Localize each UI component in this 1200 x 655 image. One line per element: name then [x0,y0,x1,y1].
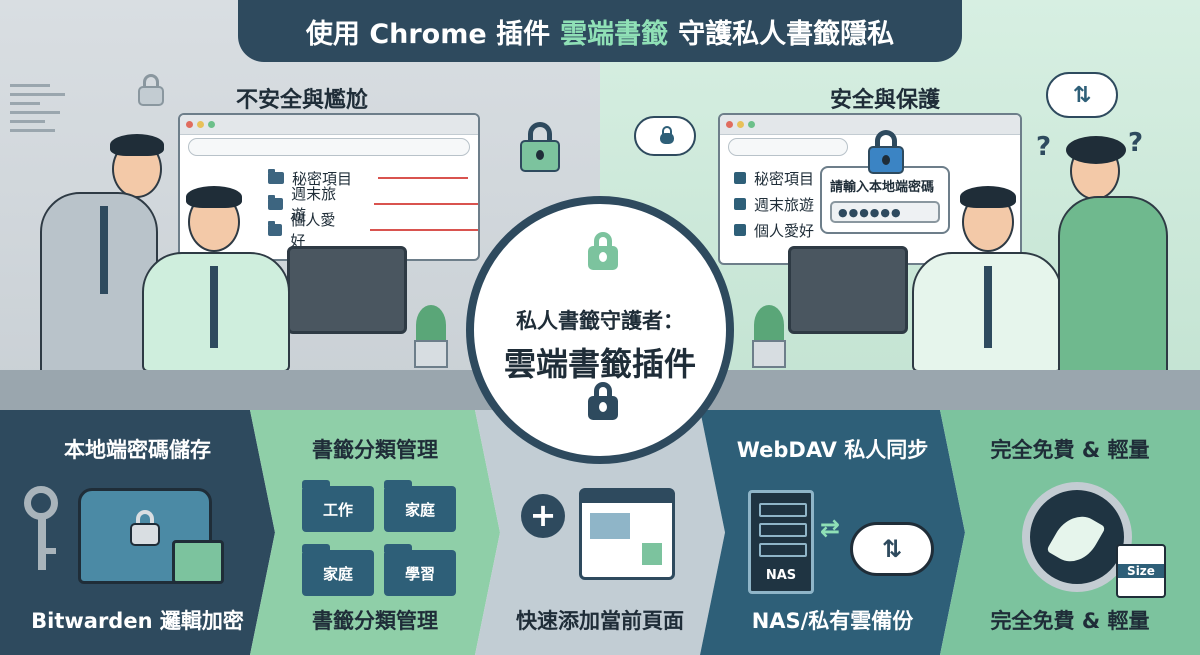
monitor [788,246,908,334]
file-size-icon: Size [1116,544,1166,598]
exposed-lock-icon [520,122,560,172]
address-bar[interactable] [188,138,470,156]
folder-icon [268,221,283,236]
lock-icon [588,232,618,270]
cloud-sync-icon: ⇅ [1046,72,1118,118]
feature-footer: 書籤分類管理 [312,609,438,633]
lock-icon [734,172,746,184]
bookmark-item[interactable]: 週末旅遊 [268,185,478,224]
cloud-sync-icon: ⇅ [850,522,934,576]
key-icon [24,486,58,520]
feature-webdav-sync: WebDAV 私人同步 NAS ⇄ ⇅ NAS/私有雲備份 [700,410,965,655]
lock-icon [130,510,160,546]
password-input[interactable]: ●●●●●● [830,201,940,223]
feature-footer: NAS/私有雲備份 [751,609,914,633]
feature-footer: Bitwarden 邏輯加密 [31,609,244,633]
center-title: 雲端書籤插件 [503,345,696,383]
locked-bookmark-item[interactable]: 週末旅遊 [734,191,1020,217]
server-icon: NAS [748,490,814,594]
category-folder[interactable]: 家庭 [384,480,456,532]
feature-footer: 完全免費 & 輕量 [990,609,1150,633]
code-lines-decoration [10,78,70,138]
title-highlight: 雲端書籤 [560,18,669,50]
feature-local-password: 本地端密碼儲存 Bitwarden 邏輯加密 [0,410,275,655]
folder-icon [268,195,284,210]
lock-icon [138,74,164,106]
sync-arrows-icon: ⇄ [820,514,841,542]
feature-footer: 快速添加當前頁面 [516,609,684,633]
feather-badge-icon [1022,482,1132,592]
monitor [287,246,407,334]
feature-category-management: 書籤分類管理 工作 家庭 家庭 學習 書籤分類管理 [250,410,500,655]
category-folder[interactable]: 家庭 [302,544,374,596]
feature-free-lightweight: 完全免費 & 輕量 Size 完全免費 & 輕量 [940,410,1200,655]
insecure-heading: 不安全與尷尬 [236,88,369,113]
web-page-icon [579,488,675,580]
locked-bookmark-item[interactable]: 個人愛好 [734,217,1020,243]
secure-heading: 安全與保護 [830,88,941,113]
password-prompt: 請輸入本地端密碼 [830,180,935,195]
title-suffix: 守護私人書籤隱私 [678,18,895,50]
plant-decoration [416,305,446,345]
lock-icon [734,198,746,210]
center-subtitle: 私人書籤守護者： [516,309,684,333]
lock-icon [734,224,746,236]
address-bar[interactable] [728,138,848,156]
bookmark-item[interactable]: 個人愛好 [268,211,478,250]
feature-title: 完全免費 & 輕量 [990,438,1150,462]
center-badge: 私人書籤守護者： 雲端書籤插件 [466,196,734,464]
feature-title: 書籤分類管理 [312,438,438,462]
category-folder[interactable]: 學習 [384,544,456,596]
lock-icon [588,382,618,420]
password-dialog: 請輸入本地端密碼 ●●●●●● [820,166,950,234]
feature-title: WebDAV 私人同步 [736,438,929,462]
plus-icon[interactable]: + [521,494,565,538]
title-prefix: 使用 Chrome 插件 [305,18,551,50]
locked-bookmark-item[interactable]: 秘密項目 [734,165,1020,191]
question-mark-icon: ? [1128,128,1144,158]
cloud-lock-icon [634,116,696,156]
bookmark-item[interactable]: 秘密項目 [268,165,478,191]
page-title: 使用 Chrome 插件 雲端書籤 守護私人書籤隱私 [238,0,962,62]
lock-icon [868,130,904,174]
plant-decoration [754,305,784,345]
feature-title: 本地端密碼儲存 [64,438,211,462]
category-folder[interactable]: 工作 [302,480,374,532]
chip-icon [172,540,224,584]
question-mark-icon: ? [1036,132,1052,162]
folder-icon [268,169,284,184]
